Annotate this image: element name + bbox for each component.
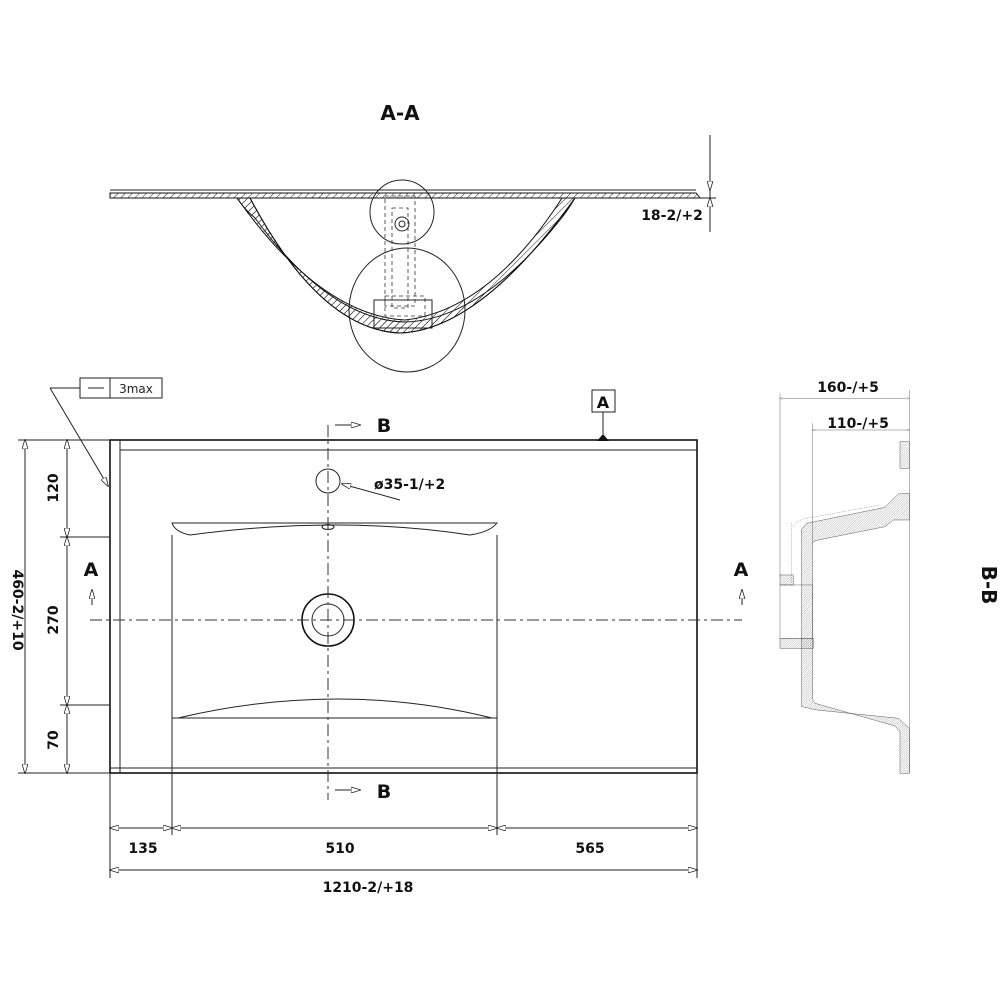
- section-marker-b-bottom: B: [377, 781, 391, 803]
- basin-section-profile: [109, 192, 702, 334]
- detail-circle-drain: [348, 247, 466, 373]
- outer-depth-dimension: 160-/+5: [817, 380, 879, 396]
- section-bb-view: B-B 160-/+5 110-/+5: [780, 380, 1000, 774]
- bowl-outline: [171, 522, 499, 719]
- section-aa-title: A-A: [380, 101, 420, 125]
- width-total-dimension: 1210-2/+18: [323, 880, 414, 896]
- basin-bb-profile: [801, 493, 910, 774]
- inner-depth-dimension: 110-/+5: [827, 416, 889, 432]
- faucet-hole: [315, 468, 341, 494]
- flatness-callout-text: 3max: [119, 382, 153, 396]
- thickness-dimension: 18-2/+2: [641, 208, 703, 224]
- width-left-dimension: 135: [128, 841, 157, 857]
- depth-back-dimension: 70: [46, 730, 62, 750]
- detail-circle-faucet: [369, 179, 435, 245]
- depth-front-dimension: 120: [46, 473, 62, 502]
- depth-bowl-dimension: 270: [46, 605, 62, 634]
- depth-total-dimension: 460-2/+10: [9, 569, 25, 650]
- basin-outline: [109, 439, 698, 774]
- section-bb-title: B-B: [977, 566, 1000, 605]
- width-bowl-dimension: 510: [325, 841, 354, 857]
- section-aa-view: A-A 18-2/+2: [109, 101, 716, 373]
- section-marker-a-left: A: [84, 559, 99, 581]
- section-marker-b-top: B: [377, 415, 391, 437]
- datum-label: A: [597, 393, 610, 412]
- section-marker-a-right: A: [734, 559, 749, 581]
- plan-view: A A B B ø35-1/+2 3max A 460-2/+10 120 27…: [9, 377, 749, 896]
- width-right-dimension: 565: [575, 841, 604, 857]
- faucet-hole-dimension: ø35-1/+2: [374, 477, 445, 493]
